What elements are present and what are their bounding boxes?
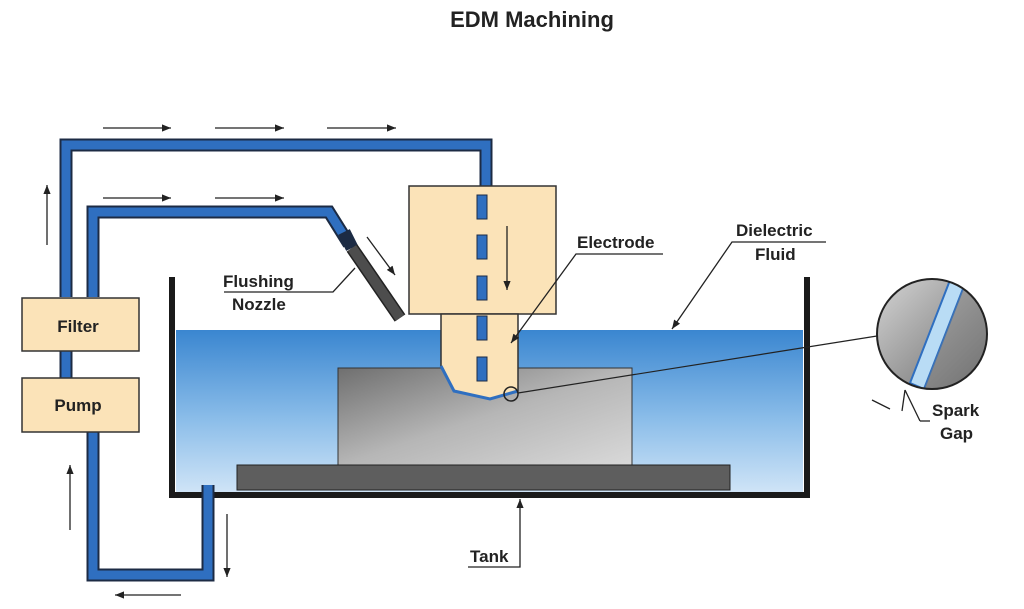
spark-gap-label-line2: Gap: [940, 424, 973, 443]
flow-arrow: [366, 236, 396, 276]
spark-gap-label-line1: Spark: [932, 401, 980, 420]
spark-gap-callout: Spark Gap: [871, 389, 980, 443]
electrode: [408, 185, 557, 401]
flushing-nozzle-label-line2: Nozzle: [232, 295, 286, 314]
electrode-label: Electrode: [577, 233, 654, 252]
dielectric-fluid-label-line1: Dielectric: [736, 221, 813, 240]
filter-box: Filter: [21, 297, 140, 352]
flow-arrows: [43, 124, 511, 599]
machine-table: [236, 464, 731, 491]
tank-callout: Tank: [468, 499, 524, 568]
zoom-spot: [503, 386, 519, 402]
tank-wall: [169, 277, 810, 498]
zoom-line: [517, 335, 878, 394]
flushing-nozzle: [338, 229, 406, 322]
dielectric-fluid-callout: Dielectric Fluid: [671, 221, 826, 330]
pump-box: Pump: [21, 377, 140, 433]
flushing-nozzle-label-line1: Flushing: [223, 272, 294, 291]
pipe-system: [59, 138, 493, 582]
page-title: EDM Machining: [450, 7, 614, 32]
dielectric-fluid-label-line2: Fluid: [755, 245, 796, 264]
flushing-nozzle-callout: Flushing Nozzle: [223, 267, 356, 314]
pump-label: Pump: [54, 396, 101, 415]
electrode-callout: Electrode: [510, 233, 663, 344]
filter-label: Filter: [57, 317, 99, 336]
tank-label: Tank: [470, 547, 509, 566]
